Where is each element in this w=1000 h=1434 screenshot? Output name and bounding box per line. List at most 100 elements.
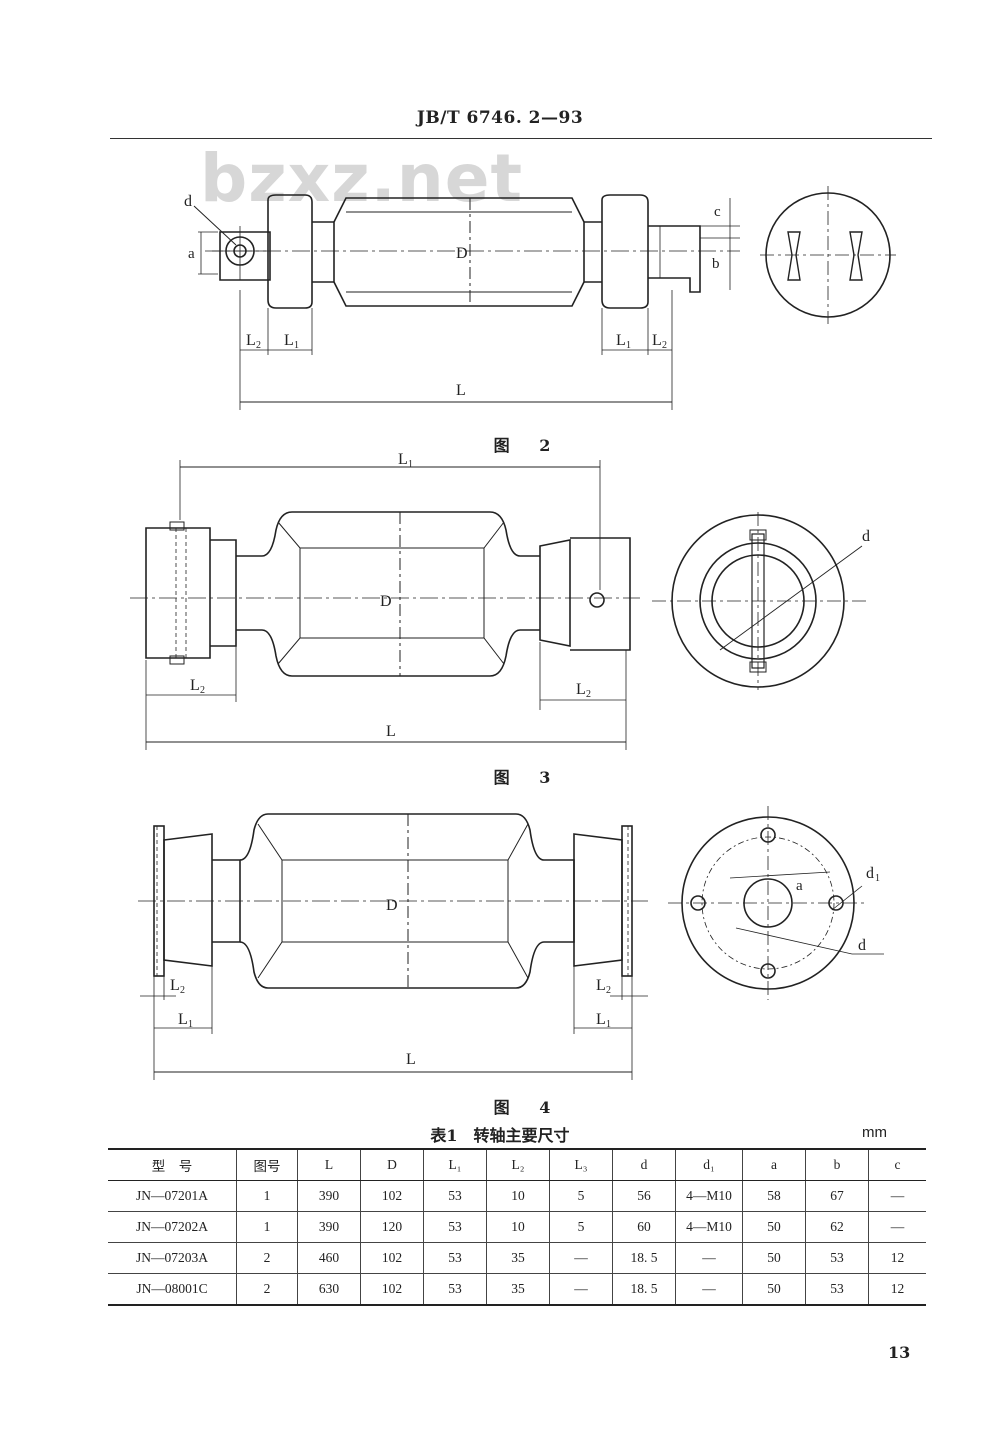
fig2-label-L1-left: L bbox=[284, 332, 294, 349]
table-cell: 53 bbox=[423, 1273, 487, 1306]
table-cell: 50 bbox=[742, 1242, 806, 1274]
svg-text:2: 2 bbox=[586, 689, 591, 700]
page-number: 13 bbox=[888, 1343, 911, 1362]
fig4-label-L1-right: L bbox=[596, 1011, 606, 1028]
table-cell: 18. 5 bbox=[612, 1273, 676, 1306]
table-row: JN—07201A 1 390 102 53 10 5 56 4—M10 58 … bbox=[108, 1180, 926, 1212]
fig3-label-D: D bbox=[380, 593, 392, 610]
table-cell: 50 bbox=[742, 1273, 806, 1306]
table-cell: — bbox=[868, 1180, 926, 1212]
table-cell: 35 bbox=[486, 1242, 550, 1274]
table-header: d bbox=[612, 1148, 676, 1181]
table-cell: 5 bbox=[549, 1211, 613, 1243]
figure-3-caption: 图 3 bbox=[493, 768, 563, 787]
table-cell: JN—07203A bbox=[108, 1242, 237, 1274]
fig3-label-d: d bbox=[862, 528, 870, 545]
fig2-label-c: c bbox=[714, 204, 721, 220]
table-cell: 62 bbox=[805, 1211, 869, 1243]
table-cell: 390 bbox=[297, 1211, 361, 1243]
fig2-label-L2-left: L bbox=[246, 332, 256, 349]
table-cell: 10 bbox=[486, 1180, 550, 1212]
fig4-label-L2-right: L bbox=[596, 977, 606, 994]
svg-text:2: 2 bbox=[256, 340, 261, 351]
table-header: L₃ bbox=[549, 1148, 613, 1181]
table-cell: 460 bbox=[297, 1242, 361, 1274]
table-header: L₂ bbox=[486, 1148, 550, 1181]
table-cell: 102 bbox=[360, 1180, 424, 1212]
table-cell: 56 bbox=[612, 1180, 676, 1212]
svg-text:1: 1 bbox=[188, 1019, 193, 1030]
table-cell: — bbox=[868, 1211, 926, 1243]
table-cell: 50 bbox=[742, 1211, 806, 1243]
table-cell: 67 bbox=[805, 1180, 869, 1212]
svg-text:2: 2 bbox=[662, 340, 667, 351]
table-row: JN—07203A 2 460 102 53 35 — 18. 5 — 50 5… bbox=[108, 1242, 926, 1274]
figure-4-drawing: D a d 1 d L 2 L 1 L 2 L 1 L bbox=[138, 806, 884, 1080]
table-header: b bbox=[805, 1148, 869, 1181]
fig2-label-L: L bbox=[456, 382, 466, 399]
standard-number: JB/T 6746. 2—93 bbox=[416, 108, 584, 128]
fig4-label-L2-left: L bbox=[170, 977, 180, 994]
fig2-label-b: b bbox=[712, 256, 720, 272]
table-cell: — bbox=[549, 1273, 613, 1306]
table-title: 表1 转轴主要尺寸 bbox=[430, 1126, 570, 1145]
table-cell: 120 bbox=[360, 1211, 424, 1243]
table-cell: 53 bbox=[423, 1180, 487, 1212]
watermark: bzxz.net bbox=[200, 140, 524, 217]
table-cell: 60 bbox=[612, 1211, 676, 1243]
fig3-label-L1: L bbox=[398, 451, 408, 468]
table-cell: 630 bbox=[297, 1273, 361, 1306]
table-cell: 102 bbox=[360, 1273, 424, 1306]
table-cell: — bbox=[549, 1242, 613, 1274]
table-cell: 18. 5 bbox=[612, 1242, 676, 1274]
table-cell: 2 bbox=[236, 1242, 298, 1274]
table-header: a bbox=[742, 1148, 806, 1181]
table-cell: 10 bbox=[486, 1211, 550, 1243]
table-cell: 2 bbox=[236, 1273, 298, 1306]
table-header: L₁ bbox=[423, 1148, 487, 1181]
table-cell: 35 bbox=[486, 1273, 550, 1306]
table-header: c bbox=[868, 1148, 926, 1181]
table-cell: 1 bbox=[236, 1180, 298, 1212]
fig2-label-a: a bbox=[188, 246, 195, 262]
fig2-label-L1-right: L bbox=[616, 332, 626, 349]
table-cell: 390 bbox=[297, 1180, 361, 1212]
table-cell: 53 bbox=[805, 1242, 869, 1274]
table-header: 图号 bbox=[236, 1148, 298, 1181]
fig3-label-L2-left: L bbox=[190, 677, 200, 694]
figure-4-caption: 图 4 bbox=[493, 1098, 563, 1117]
figure-2-drawing: d a D c b L 2 L 1 L 1 L 2 L bbox=[184, 186, 896, 410]
table-cell: 102 bbox=[360, 1242, 424, 1274]
table-cell: — bbox=[675, 1242, 743, 1274]
fig2-label-L2-right: L bbox=[652, 332, 662, 349]
table-unit: mm bbox=[862, 1124, 887, 1141]
fig4-label-D: D bbox=[386, 897, 398, 914]
spec-table: 型 号 图号 L D L₁ L₂ L₃ d d₁ a b c JN—07201A… bbox=[108, 1148, 926, 1306]
table-row: JN—08001C 2 630 102 53 35 — 18. 5 — 50 5… bbox=[108, 1273, 926, 1306]
fig4-label-d1: d bbox=[866, 865, 874, 882]
fig4-label-a: a bbox=[796, 878, 803, 894]
table-cell: JN—07202A bbox=[108, 1211, 237, 1243]
svg-text:1: 1 bbox=[294, 340, 299, 351]
svg-text:1: 1 bbox=[626, 340, 631, 351]
svg-text:1: 1 bbox=[606, 1019, 611, 1030]
table-cell: 5 bbox=[549, 1180, 613, 1212]
svg-text:2: 2 bbox=[606, 985, 611, 996]
table-header: d₁ bbox=[675, 1148, 743, 1181]
figure-2-caption: 图 2 bbox=[493, 436, 563, 455]
fig4-label-L: L bbox=[406, 1051, 416, 1068]
table-cell: 4—M10 bbox=[675, 1180, 743, 1212]
svg-text:2: 2 bbox=[200, 685, 205, 696]
fig4-label-d: d bbox=[858, 937, 866, 954]
table-cell: 12 bbox=[868, 1273, 926, 1306]
table-cell: 4—M10 bbox=[675, 1211, 743, 1243]
fig3-label-L: L bbox=[386, 723, 396, 740]
table-cell: 58 bbox=[742, 1180, 806, 1212]
header-rule bbox=[110, 138, 932, 139]
table-cell: JN—08001C bbox=[108, 1273, 237, 1306]
table-header: 型 号 bbox=[108, 1148, 237, 1181]
table-row: JN—07202A 1 390 120 53 10 5 60 4—M10 50 … bbox=[108, 1211, 926, 1243]
table-cell: 53 bbox=[423, 1242, 487, 1274]
svg-text:1: 1 bbox=[408, 459, 413, 470]
svg-text:1: 1 bbox=[875, 873, 880, 884]
